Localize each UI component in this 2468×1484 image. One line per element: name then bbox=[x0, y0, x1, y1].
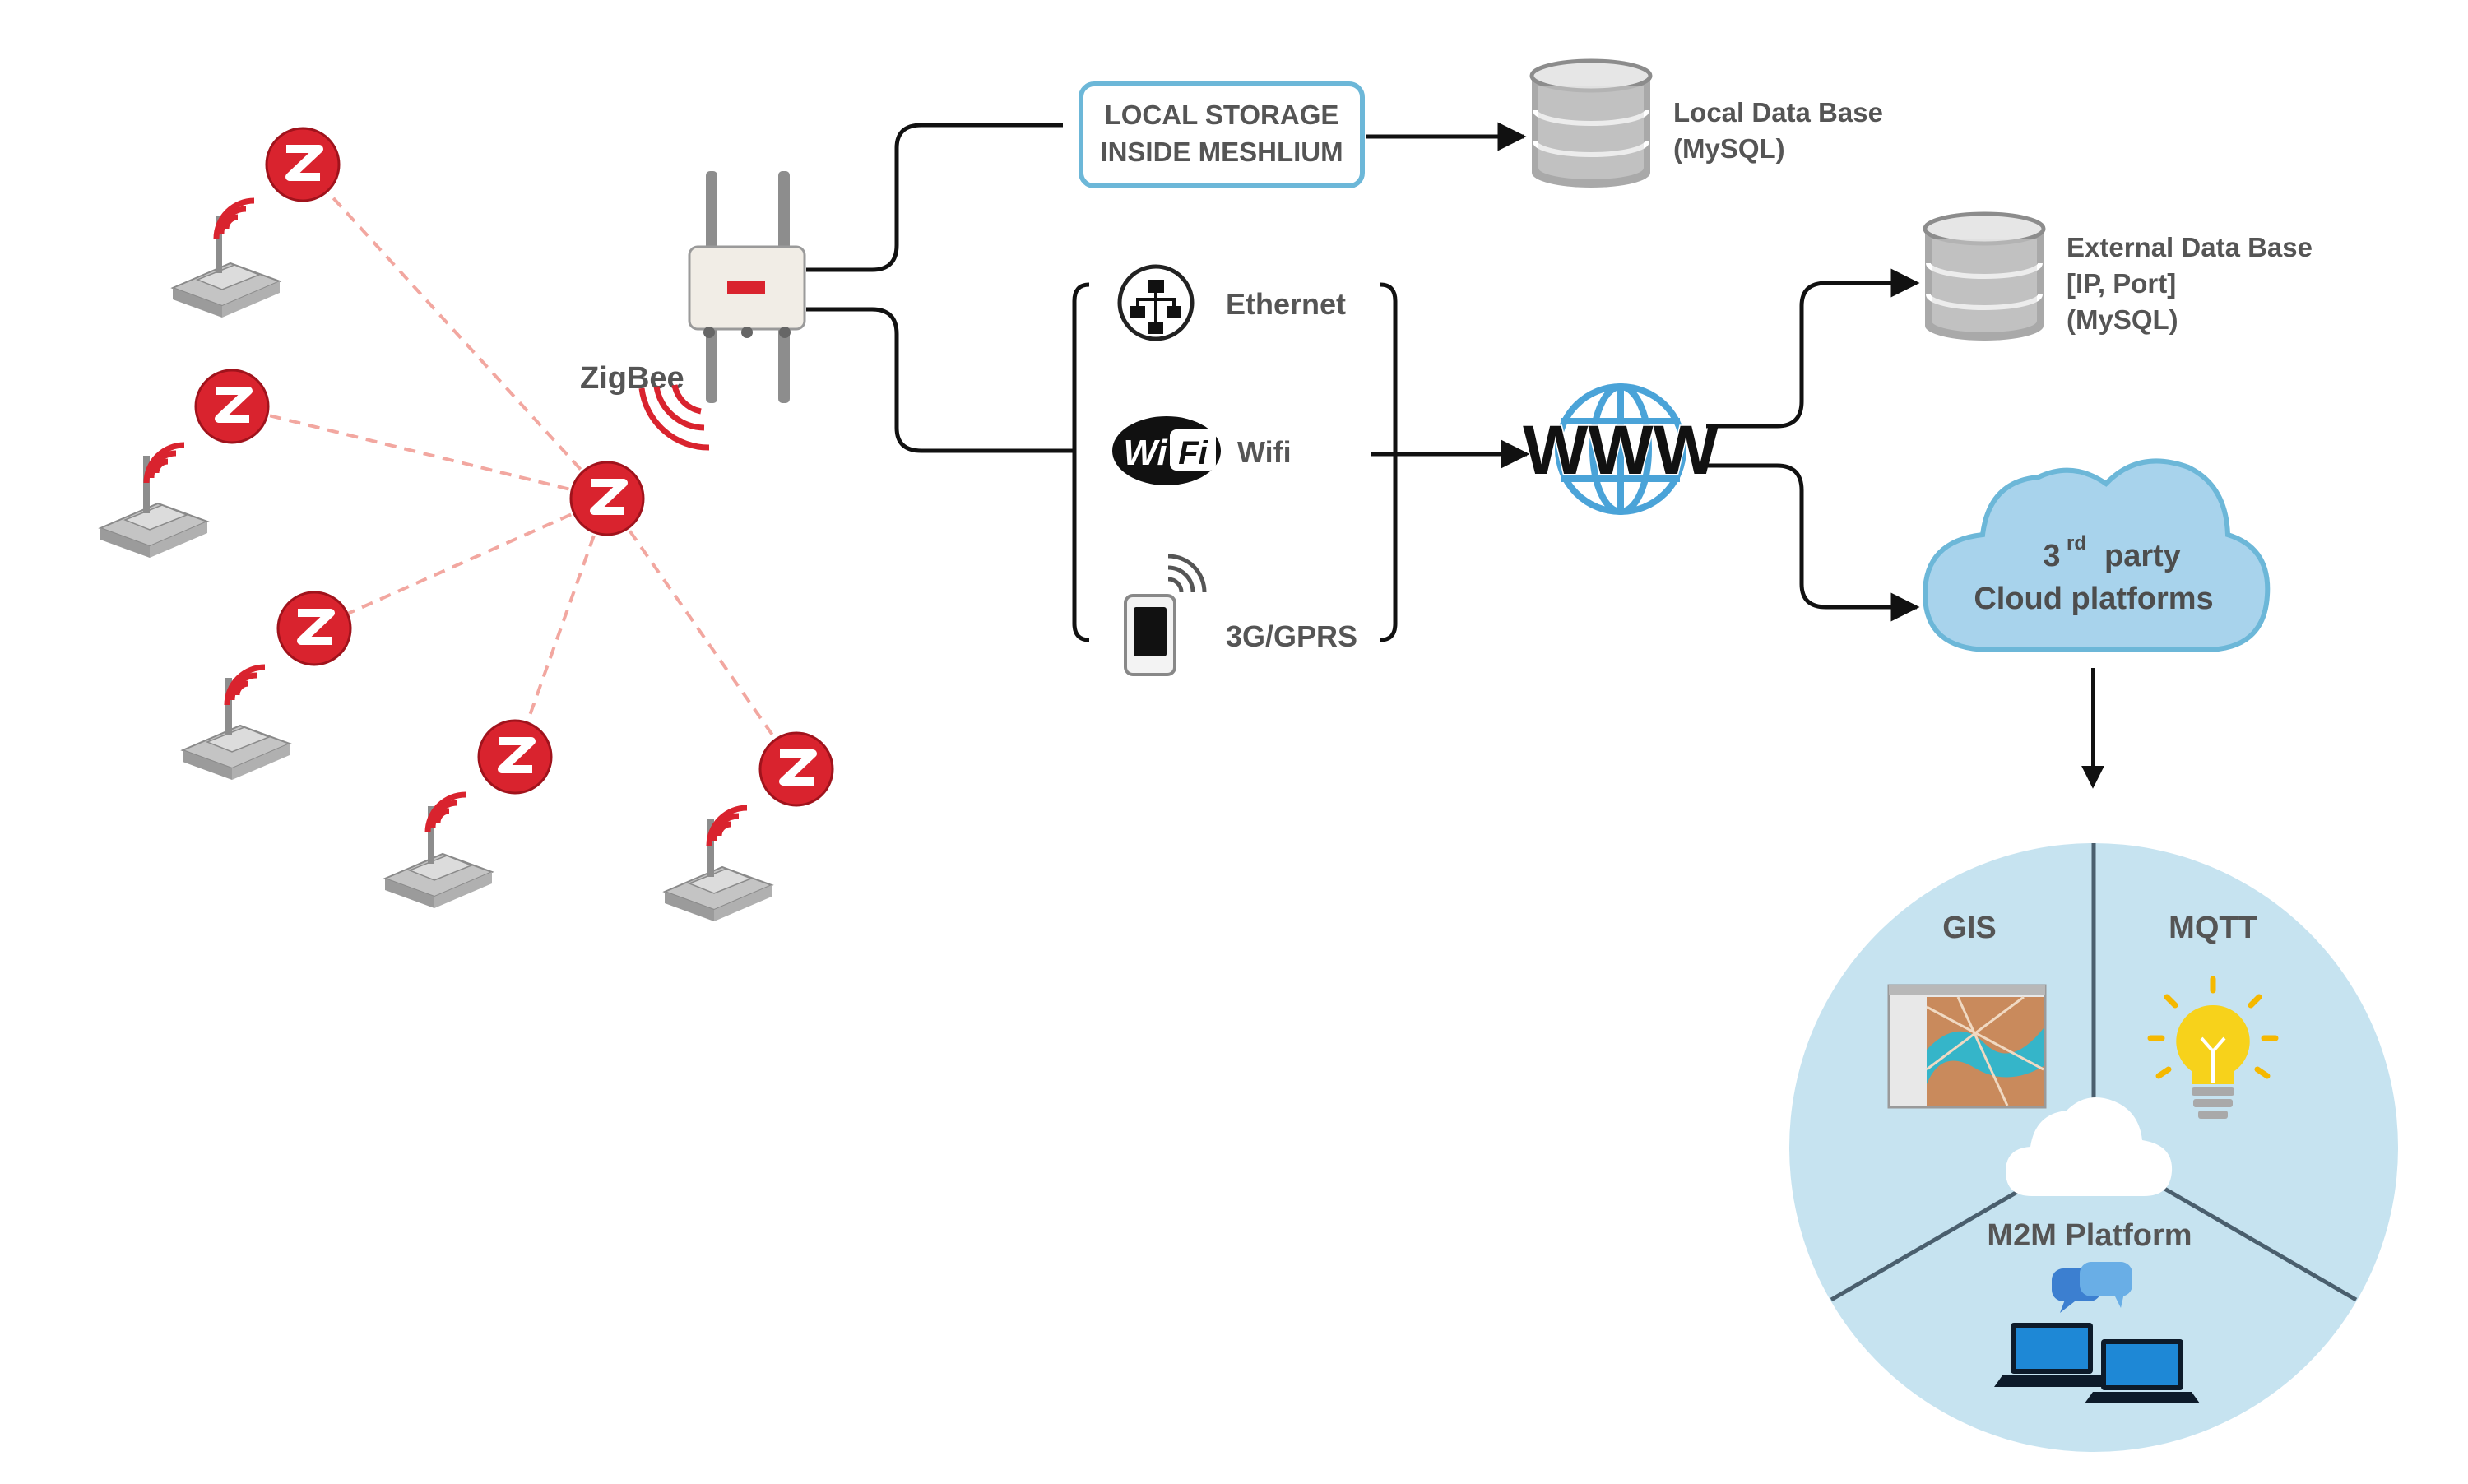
cellular-label: 3G/GPRS bbox=[1226, 619, 1357, 653]
zigbee-label: ZigBee bbox=[580, 361, 684, 396]
zigbee-logo-icon bbox=[479, 721, 551, 793]
platforms-circle: GIS MQTT M2M Platform bbox=[1789, 843, 2398, 1452]
external-db-line1: External Data Base bbox=[2067, 232, 2313, 262]
third-party-line1-suffix: party bbox=[2104, 539, 2181, 573]
local-storage-box bbox=[1079, 81, 1365, 188]
lightbulb-icon bbox=[2147, 976, 2279, 1119]
meshlium-gateway: ZigBee bbox=[580, 171, 806, 451]
ethernet-icon bbox=[1117, 264, 1195, 341]
internet: WWW bbox=[1522, 383, 1720, 515]
external-database: External Data Base [IP, Port] (MySQL) bbox=[1925, 214, 2313, 341]
sensor-node-3 bbox=[182, 592, 350, 781]
local-storage: LOCAL STORAGE INSIDE MESHLIUM Local Data… bbox=[1079, 61, 1883, 188]
gateway-connectors bbox=[806, 123, 1074, 453]
local-db-line2: (MySQL) bbox=[1673, 133, 1785, 164]
internet-branches bbox=[1706, 268, 1920, 622]
zigbee-logo-icon bbox=[196, 370, 268, 443]
chat-bubbles-icon bbox=[2052, 1262, 2132, 1313]
sensor-node-4 bbox=[384, 721, 551, 909]
gis-label: GIS bbox=[1942, 911, 1996, 945]
sensor-node-icon bbox=[172, 215, 281, 318]
external-db-line2: [IP, Port] bbox=[2067, 268, 2176, 299]
sensor-node-1 bbox=[172, 128, 339, 318]
zigbee-logo-icon bbox=[278, 592, 350, 665]
map-icon bbox=[1887, 984, 2047, 1109]
cloud-icon bbox=[1922, 458, 2271, 652]
third-party-line2: Cloud platforms bbox=[1974, 582, 2213, 616]
zigbee-mesh-links bbox=[231, 163, 798, 771]
signal-waves-icon bbox=[709, 808, 747, 846]
wifi-logo-right: Fi bbox=[1178, 435, 1208, 471]
signal-waves-icon bbox=[146, 445, 184, 483]
third-party-line1-sup: rd bbox=[2067, 532, 2086, 554]
zigbee-coordinator bbox=[571, 462, 643, 535]
signal-waves-icon bbox=[216, 201, 254, 239]
meshlium-router-icon bbox=[688, 171, 806, 403]
third-party-cloud: 3 rd party Cloud platforms bbox=[1922, 458, 2271, 789]
mobile-phone-icon bbox=[1124, 554, 1207, 676]
signal-waves-icon bbox=[428, 795, 466, 832]
wifi-logo-icon: Wi Fi bbox=[1112, 416, 1221, 485]
sensor-node-2 bbox=[100, 370, 268, 559]
signal-waves-icon bbox=[227, 667, 265, 705]
connectivity-options: Ethernet Wi Fi Wifi 3G/GPRS bbox=[1072, 264, 1530, 676]
laptop-icon bbox=[1994, 1323, 2109, 1387]
local-storage-line2: INSIDE MESHLIUM bbox=[1100, 137, 1343, 167]
database-icon bbox=[1925, 214, 2044, 341]
laptop-icon bbox=[2085, 1339, 2200, 1403]
external-db-line3: (MySQL) bbox=[2067, 304, 2178, 335]
zigbee-logo-icon bbox=[267, 128, 339, 201]
ethernet-label: Ethernet bbox=[1226, 287, 1346, 321]
signal-waves-icon bbox=[638, 384, 710, 451]
local-db-line1: Local Data Base bbox=[1673, 97, 1883, 128]
globe-icon bbox=[1555, 383, 1686, 515]
wifi-logo-left: Wi bbox=[1123, 433, 1167, 473]
www-label: WWW bbox=[1523, 411, 1719, 489]
sensor-node-5 bbox=[664, 733, 833, 922]
wifi-label: Wifi bbox=[1237, 435, 1292, 469]
zigbee-logo-icon bbox=[760, 733, 833, 805]
database-icon bbox=[1532, 61, 1650, 188]
m2m-label: M2M Platform bbox=[1987, 1218, 2192, 1253]
third-party-line1-prefix: 3 bbox=[2043, 539, 2060, 573]
zigbee-logo-icon bbox=[571, 462, 643, 535]
local-storage-line1: LOCAL STORAGE bbox=[1105, 100, 1339, 130]
mqtt-label: MQTT bbox=[2169, 911, 2257, 945]
cloud-icon bbox=[2006, 1097, 2173, 1196]
